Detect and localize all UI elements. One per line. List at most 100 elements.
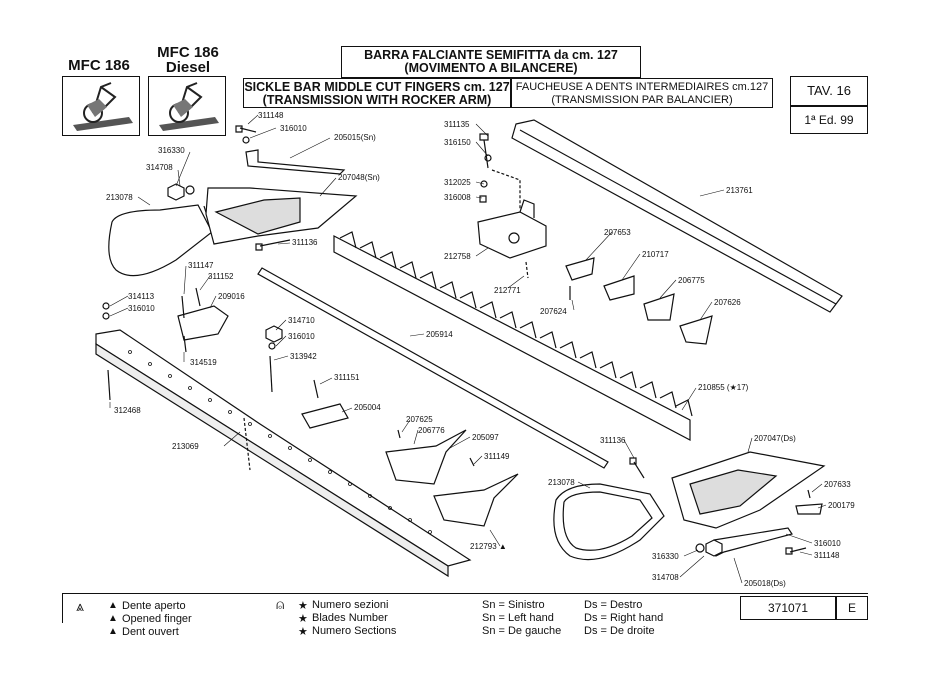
part-label: 207625: [406, 415, 433, 424]
legend-dent-it: Dente aperto: [122, 600, 186, 612]
part-label: 316008: [444, 193, 471, 202]
part-label: 314519: [190, 358, 217, 367]
tractor-diesel-icon: [159, 82, 219, 131]
part-label: 207624: [540, 307, 567, 316]
tractor-icon: [73, 82, 133, 131]
part-label: 213761: [726, 186, 753, 195]
legend-sn-en: Sn = Left hand: [482, 612, 554, 624]
footer-left-rule: [62, 593, 63, 623]
tractor-thumbnail-left: [62, 76, 140, 136]
skid-left: [108, 204, 213, 277]
plate-207626: [679, 315, 713, 345]
edition: 1ª Ed. 99: [790, 106, 868, 134]
plate-206775: [643, 293, 675, 321]
guard-finger-205097: [385, 429, 467, 485]
legend-dent-en: Opened finger: [122, 613, 192, 625]
tractor-thumbnail-right: [148, 76, 226, 136]
drawing-code: 371071: [740, 596, 836, 620]
legend-sn-fr: Sn = De gauche: [482, 625, 562, 637]
part-label: 206776: [418, 426, 445, 435]
model-label-right-line2: Diesel: [165, 59, 211, 76]
part-label: 213078: [548, 478, 575, 487]
part-label: 316150: [444, 138, 471, 147]
part-label: 311151: [334, 373, 360, 382]
footer-top-rule: [62, 593, 868, 594]
title-english-line1: SICKLE BAR MIDDLE CUT FINGERS cm. 127: [244, 80, 510, 94]
part-label: 311148: [258, 111, 284, 120]
finger-symbol-icon: ⩓: [76, 598, 84, 614]
part-label: 311149: [484, 452, 510, 461]
star-icon: ★: [298, 626, 308, 638]
part-label: 314710: [288, 316, 315, 325]
part-label: 213069: [172, 442, 199, 451]
title-italian: BARRA FALCIANTE SEMIFITTA da cm. 127 (MO…: [341, 46, 641, 78]
title-french-line2: (TRANSMISSION PAR BALANCIER): [551, 94, 733, 106]
model-label-left: MFC 186: [68, 57, 130, 74]
table-number: TAV. 16: [790, 76, 868, 106]
part-label: 314708: [652, 573, 679, 582]
model-label-right: MFC 186 Diesel: [148, 45, 228, 75]
part-label: 311135: [444, 120, 470, 129]
guard-finger-212793: [433, 473, 519, 527]
title-english-line2: (TRANSMISSION WITH ROCKER ARM): [262, 93, 492, 107]
knife-sections: [333, 235, 691, 441]
legend-sn-it: Sn = Sinistro: [482, 599, 545, 611]
part-label: 207653: [604, 228, 631, 237]
triangle-icon: ▲: [108, 626, 118, 637]
part-label: 210717: [642, 250, 669, 259]
part-label: 316010: [814, 539, 841, 548]
legend-num-en: Blades Number: [312, 612, 388, 624]
legend-dent-fr: Dent ouvert: [122, 626, 179, 638]
cutter-bar: [95, 329, 472, 567]
part-label: 311148: [814, 551, 840, 560]
part-label: 314708: [146, 163, 173, 172]
part-label: 311152: [208, 272, 234, 281]
part-label: 209016: [218, 292, 245, 301]
skid-right: [553, 483, 665, 561]
title-french-line1: FAUCHEUSE A DENTS INTERMEDIAIRES cm.127: [515, 81, 769, 93]
knife-back-rod: [257, 267, 609, 469]
legend-num-it: Numero sezioni: [312, 599, 389, 611]
part-label: 311136: [292, 238, 318, 247]
triangle-icon: ▲: [108, 600, 118, 611]
part-label: 316330: [158, 146, 185, 155]
part-label: 207048(Sn): [338, 173, 380, 182]
part-label: 316330: [652, 552, 679, 561]
part-label: 205004: [354, 403, 381, 412]
clamp-209016: [177, 305, 229, 341]
title-english: SICKLE BAR MIDDLE CUT FINGERS cm. 127 (T…: [243, 78, 511, 108]
part-label: 207633: [824, 480, 851, 489]
part-label: 205914: [426, 330, 453, 339]
legend-ds-fr: Ds = De droite: [584, 625, 655, 637]
part-label: 316010: [128, 304, 155, 313]
part-label: 205015(Sn): [334, 133, 376, 142]
part-label: 312468: [114, 406, 141, 415]
part-label: 200179: [828, 501, 855, 510]
model-label-right-line1: MFC 186: [157, 44, 219, 61]
plate-210717: [603, 275, 635, 301]
part-label: 205097: [472, 433, 499, 442]
rocker-arm-assembly: [477, 211, 547, 259]
part-label: 207047(Ds): [754, 434, 796, 443]
part-label: 311147: [188, 261, 214, 270]
part-label: 213078: [106, 193, 133, 202]
part-label: 212771: [494, 286, 521, 295]
legend-ds-en: Ds = Right hand: [584, 612, 664, 624]
star-icon: ★: [298, 600, 308, 612]
spring-clip-right: [713, 527, 793, 557]
part-label: 314113: [128, 292, 155, 301]
part-label: 212758: [444, 252, 471, 261]
part-label: 311136: [600, 436, 626, 445]
part-label: 205018(Ds): [744, 579, 786, 588]
plate-200179: [795, 503, 823, 515]
triangle-icon: ▲: [108, 613, 118, 624]
legend-ds-it: Ds = Destro: [584, 599, 643, 611]
part-label: 316010: [288, 332, 315, 341]
plate-207653: [565, 257, 595, 281]
spring-clip-left: [245, 149, 346, 175]
title-italian-line2: (MOVIMENTO A BILANCERE): [404, 61, 578, 75]
blade-section-icon: ⍝: [276, 596, 285, 612]
star-icon: ★: [298, 613, 308, 625]
part-label: 210855 (★17): [698, 383, 749, 392]
